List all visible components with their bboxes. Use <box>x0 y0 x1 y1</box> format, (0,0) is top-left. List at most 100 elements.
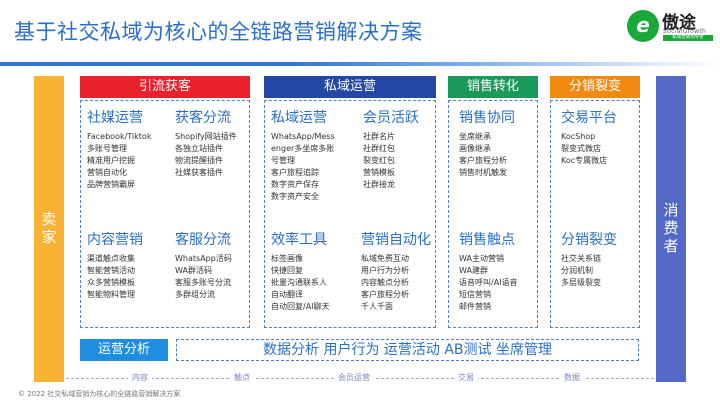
list-item: 短信营销 <box>459 290 491 299</box>
list-item: 号管理 <box>271 156 295 165</box>
section-title: 私域运营 <box>271 110 327 126</box>
list-item: 自动回复/AI聊天 <box>271 302 330 311</box>
list-item: 社交关系链 <box>561 254 601 263</box>
section-acquisition: 获客分流 Shopify网站插件 各独立站插件 物流提醒插件 社媒获客插件 <box>175 107 237 179</box>
list-item: 众多营销模板 <box>87 278 135 287</box>
section-private-ops: 私域运营 WhatsApp/Mess enger多坐席多账 号管理 客户旅程追踪… <box>271 107 335 203</box>
list-item: 数字资产保存 <box>271 180 319 189</box>
section-member-activity: 会员活跃 社群名片 社群红包 裂变红包 营销模板 社群接龙 <box>363 107 419 191</box>
list-item: WhatsApp活码 <box>175 254 232 263</box>
section-social-ops: 社媒运营 Facebook/Tiktok 多账号管理 精准用户挖掘 营销自动化 … <box>87 107 151 191</box>
list-item: 客户旅程追踪 <box>271 168 319 177</box>
list-item: 社群名片 <box>363 132 395 141</box>
section-trade-platform: 交易平台 KocShop 裂变式微店 Koc专属微店 <box>561 107 617 167</box>
list-item: 画像继承 <box>459 144 491 153</box>
footer-copyright: © 2022 社交私域营销为核心的全链路营销解决方案 <box>18 390 181 398</box>
section-efficiency-tools: 效率工具 标签画像 快捷回复 批量沟通联系人 自动翻译 自动回复/AI聊天 <box>271 229 330 313</box>
list-item: 智能营销活动 <box>87 266 135 275</box>
list-item: WA主动营销 <box>459 254 504 263</box>
list-item: 坐席继承 <box>459 132 491 141</box>
column-header-traffic: 引流获客 <box>80 76 250 98</box>
list-item: 用户行为分析 <box>361 266 409 275</box>
list-item: 渠道触点收集 <box>87 254 135 263</box>
stage-label: 会员运营 <box>334 372 374 383</box>
ops-analysis-content: 数据分析 用户行为 运营活动 AB测试 坐席管理 <box>176 339 639 361</box>
list-item: 邮件营销 <box>459 302 491 311</box>
list-item: Facebook/Tiktok <box>87 132 152 141</box>
list-item: 各独立站插件 <box>175 144 223 153</box>
column-box-sales: 销售协同 坐席继承 画像继承 客户旅程分析 销售时机触发 销售触点 WA主动营销… <box>448 100 538 328</box>
list-item: 语音呼叫/AI语音 <box>459 278 518 287</box>
list-item: 客户旅程分析 <box>459 156 507 165</box>
column-box-traffic: 社媒运营 Facebook/Tiktok 多账号管理 精准用户挖掘 营销自动化 … <box>80 100 250 328</box>
section-sales-collab: 销售协同 坐席继承 画像继承 客户旅程分析 销售时机触发 <box>459 107 515 179</box>
list-item: 裂变红包 <box>363 156 395 165</box>
logo-name: 傲途 <box>662 13 696 33</box>
seller-bar: 卖家 <box>34 76 64 382</box>
section-title: 会员活跃 <box>363 110 419 126</box>
list-item: 社群接龙 <box>363 180 395 189</box>
list-item: 精准用户挖掘 <box>87 156 135 165</box>
stage-label: 交易 <box>454 372 478 383</box>
section-sales-touchpoints: 销售触点 WA主动营销 WA建群 语音呼叫/AI语音 短信营销 邮件营销 <box>459 229 518 313</box>
list-item: 千人千面 <box>361 302 393 311</box>
list-item: KocShop <box>561 132 596 141</box>
column-header-sales: 销售转化 <box>448 76 538 98</box>
list-item: 销售时机触发 <box>459 168 507 177</box>
section-title: 销售触点 <box>459 232 515 248</box>
list-item: 营销自动化 <box>87 168 127 177</box>
stage-label: 内容 <box>128 372 152 383</box>
section-marketing-automation: 营销自动化 私域免费互动 用户行为分析 内容触点分析 客户旅程分析 千人千面 <box>361 229 431 313</box>
list-item: 社群红包 <box>363 144 395 153</box>
list-item: 物流提醒插件 <box>175 156 223 165</box>
column-header-distribution: 分销裂变 <box>550 76 640 98</box>
title-underline <box>0 62 720 66</box>
section-distribution-fission: 分销裂变 社交关系链 分润机制 多层级裂变 <box>561 229 617 289</box>
list-item: 社媒获客插件 <box>175 168 223 177</box>
stage-label: 数据 <box>560 372 584 383</box>
list-item: 内容触点分析 <box>361 278 409 287</box>
page-title: 基于社交私域为核心的全链路营销解决方案 <box>14 20 423 44</box>
list-item: WA群活码 <box>175 266 212 275</box>
section-service-routing: 客服分流 WhatsApp活码 WA群活码 客服多账号分流 多群组分流 <box>175 229 232 301</box>
list-item: 多层级裂变 <box>561 278 601 287</box>
list-item: 数字资产安全 <box>271 192 319 201</box>
column-header-private: 私域运营 <box>264 76 436 98</box>
logo-sub: SocialGrowth <box>663 28 707 35</box>
stage-label: 触点 <box>230 372 254 383</box>
section-title: 内容营销 <box>87 232 143 248</box>
section-content-marketing: 内容营销 渠道触点收集 智能营销活动 众多营销模板 智能物料管理 <box>87 229 143 301</box>
column-box-distribution: 交易平台 KocShop 裂变式微店 Koc专属微店 分销裂变 社交关系链 分润… <box>550 100 640 328</box>
ops-analysis-label: 运营分析 <box>80 339 168 361</box>
list-item: Shopify网站插件 <box>175 132 237 141</box>
list-item: 营销模板 <box>363 168 395 177</box>
list-item: 客服多账号分流 <box>175 278 231 287</box>
list-item: Koc专属微店 <box>561 156 608 165</box>
logo-icon: e <box>627 10 659 42</box>
section-title: 客服分流 <box>175 232 231 248</box>
list-item: 批量沟通联系人 <box>271 278 327 287</box>
list-item: 自动翻译 <box>271 290 303 299</box>
consumer-bar: 消费者 <box>656 76 686 382</box>
list-item: 多群组分流 <box>175 290 215 299</box>
list-item: 智能物料管理 <box>87 290 135 299</box>
section-title: 分销裂变 <box>561 232 617 248</box>
logo-tagline: 私域营销领导者 <box>663 35 713 41</box>
section-title: 销售协同 <box>459 110 515 126</box>
list-item: 分润机制 <box>561 266 593 275</box>
list-item: 标签画像 <box>271 254 303 263</box>
column-box-private: 私域运营 WhatsApp/Mess enger多坐席多账 号管理 客户旅程追踪… <box>264 100 436 328</box>
section-title: 营销自动化 <box>361 232 431 248</box>
list-item: enger多坐席多账 <box>271 144 335 153</box>
list-item: 品牌营销霸屏 <box>87 180 135 189</box>
list-item: 快捷回复 <box>271 266 303 275</box>
list-item: 多账号管理 <box>87 144 127 153</box>
list-item: 裂变式微店 <box>561 144 601 153</box>
list-item: WhatsApp/Mess <box>271 132 335 141</box>
section-title: 获客分流 <box>175 110 231 126</box>
section-title: 社媒运营 <box>87 110 143 126</box>
list-item: WA建群 <box>459 266 488 275</box>
section-title: 效率工具 <box>271 232 327 248</box>
section-title: 交易平台 <box>561 110 617 126</box>
list-item: 私域免费互动 <box>361 254 409 263</box>
